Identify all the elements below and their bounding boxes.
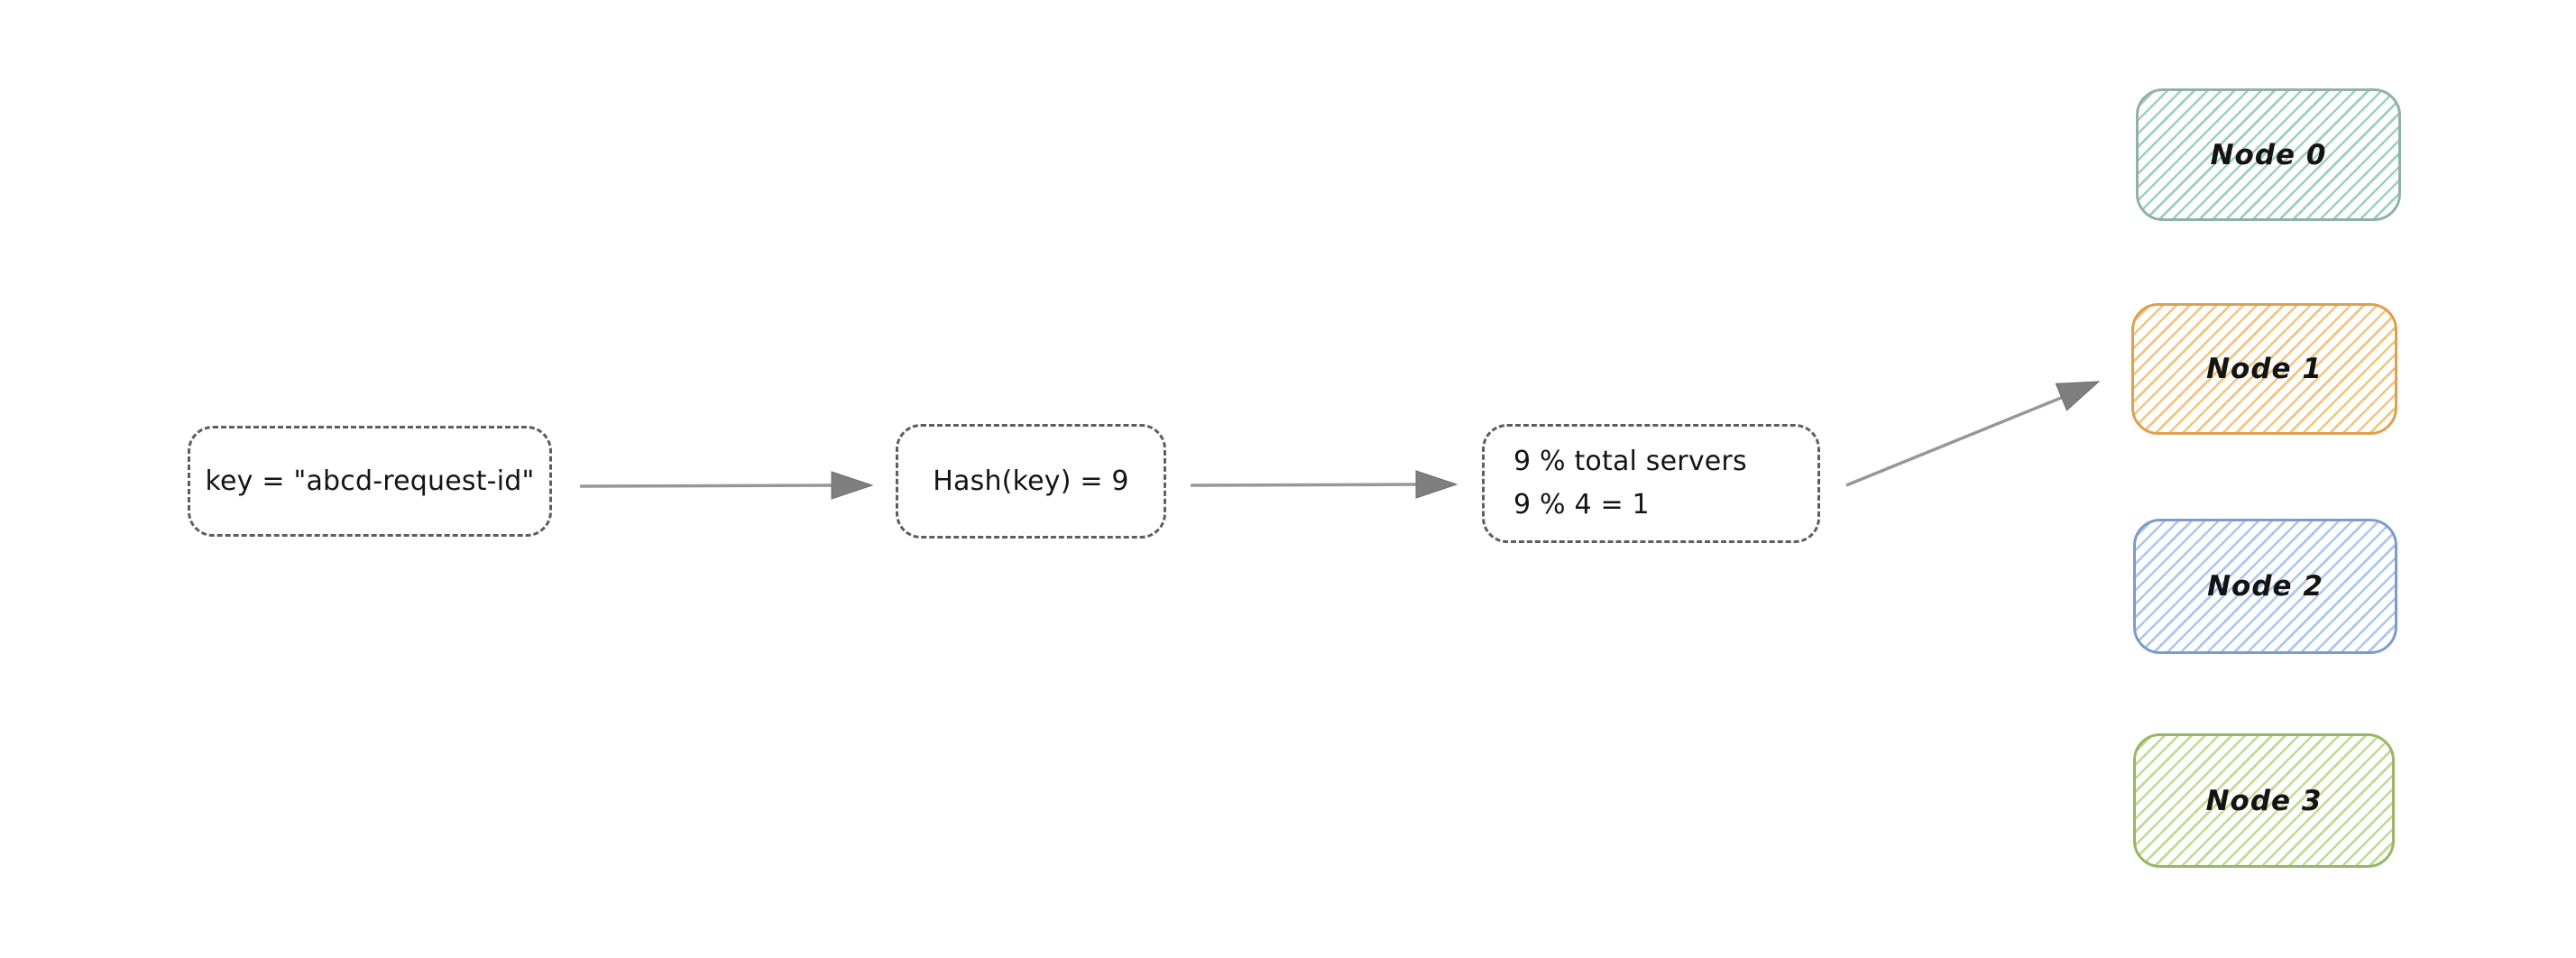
server-node-0: Node 0: [2136, 88, 2401, 221]
server-node-1: Node 1: [2131, 303, 2397, 435]
step-hash-box: Hash(key) = 9: [896, 424, 1166, 539]
step-mod-box: 9 % total servers 9 % 4 = 1: [1482, 424, 1820, 543]
server-node-3-label: Node 3: [2205, 784, 2323, 817]
step-mod-line1: 9 % total servers: [1513, 446, 1747, 477]
step-mod-lines: 9 % total servers 9 % 4 = 1: [1513, 443, 1747, 524]
step-key-label: key = "abcd-request-id": [205, 465, 535, 497]
arrow-mod-to-node1: [1845, 381, 2101, 487]
step-key-box: key = "abcd-request-id": [188, 426, 552, 537]
step-hash-label: Hash(key) = 9: [933, 465, 1129, 497]
server-node-2-label: Node 2: [2207, 570, 2323, 603]
step-mod-line2: 9 % 4 = 1: [1513, 489, 1650, 520]
arrow-hash-to-mod: [1190, 470, 1458, 499]
server-node-3: Node 3: [2133, 733, 2395, 868]
server-node-2: Node 2: [2133, 519, 2397, 654]
server-node-0-label: Node 0: [2210, 138, 2327, 171]
arrow-key-to-hash: [579, 471, 874, 500]
server-node-1-label: Node 1: [2206, 353, 2323, 385]
